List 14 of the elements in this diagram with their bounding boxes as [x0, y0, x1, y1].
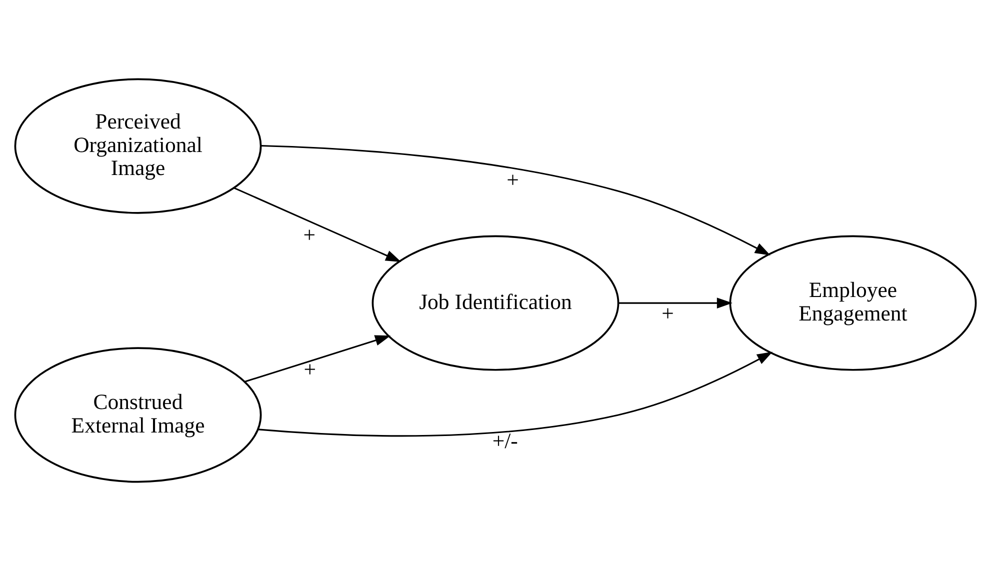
edge-label: + [661, 301, 674, 326]
node-ellipse: Employee Engagement [728, 235, 976, 371]
arrow [244, 335, 390, 382]
node-ellipse: Construed External Image [14, 347, 262, 483]
arrow [618, 298, 732, 308]
arrow [233, 187, 401, 262]
node-ellipse: Job Identification [371, 235, 619, 371]
arrow [258, 352, 772, 437]
edge-label: + [303, 357, 316, 382]
edge-label: +/- [492, 429, 518, 454]
arrow [260, 144, 770, 256]
node-ellipse: Perceived Organizational Image [14, 78, 262, 214]
edge-label: + [506, 168, 518, 192]
edge-label: + [302, 222, 316, 247]
